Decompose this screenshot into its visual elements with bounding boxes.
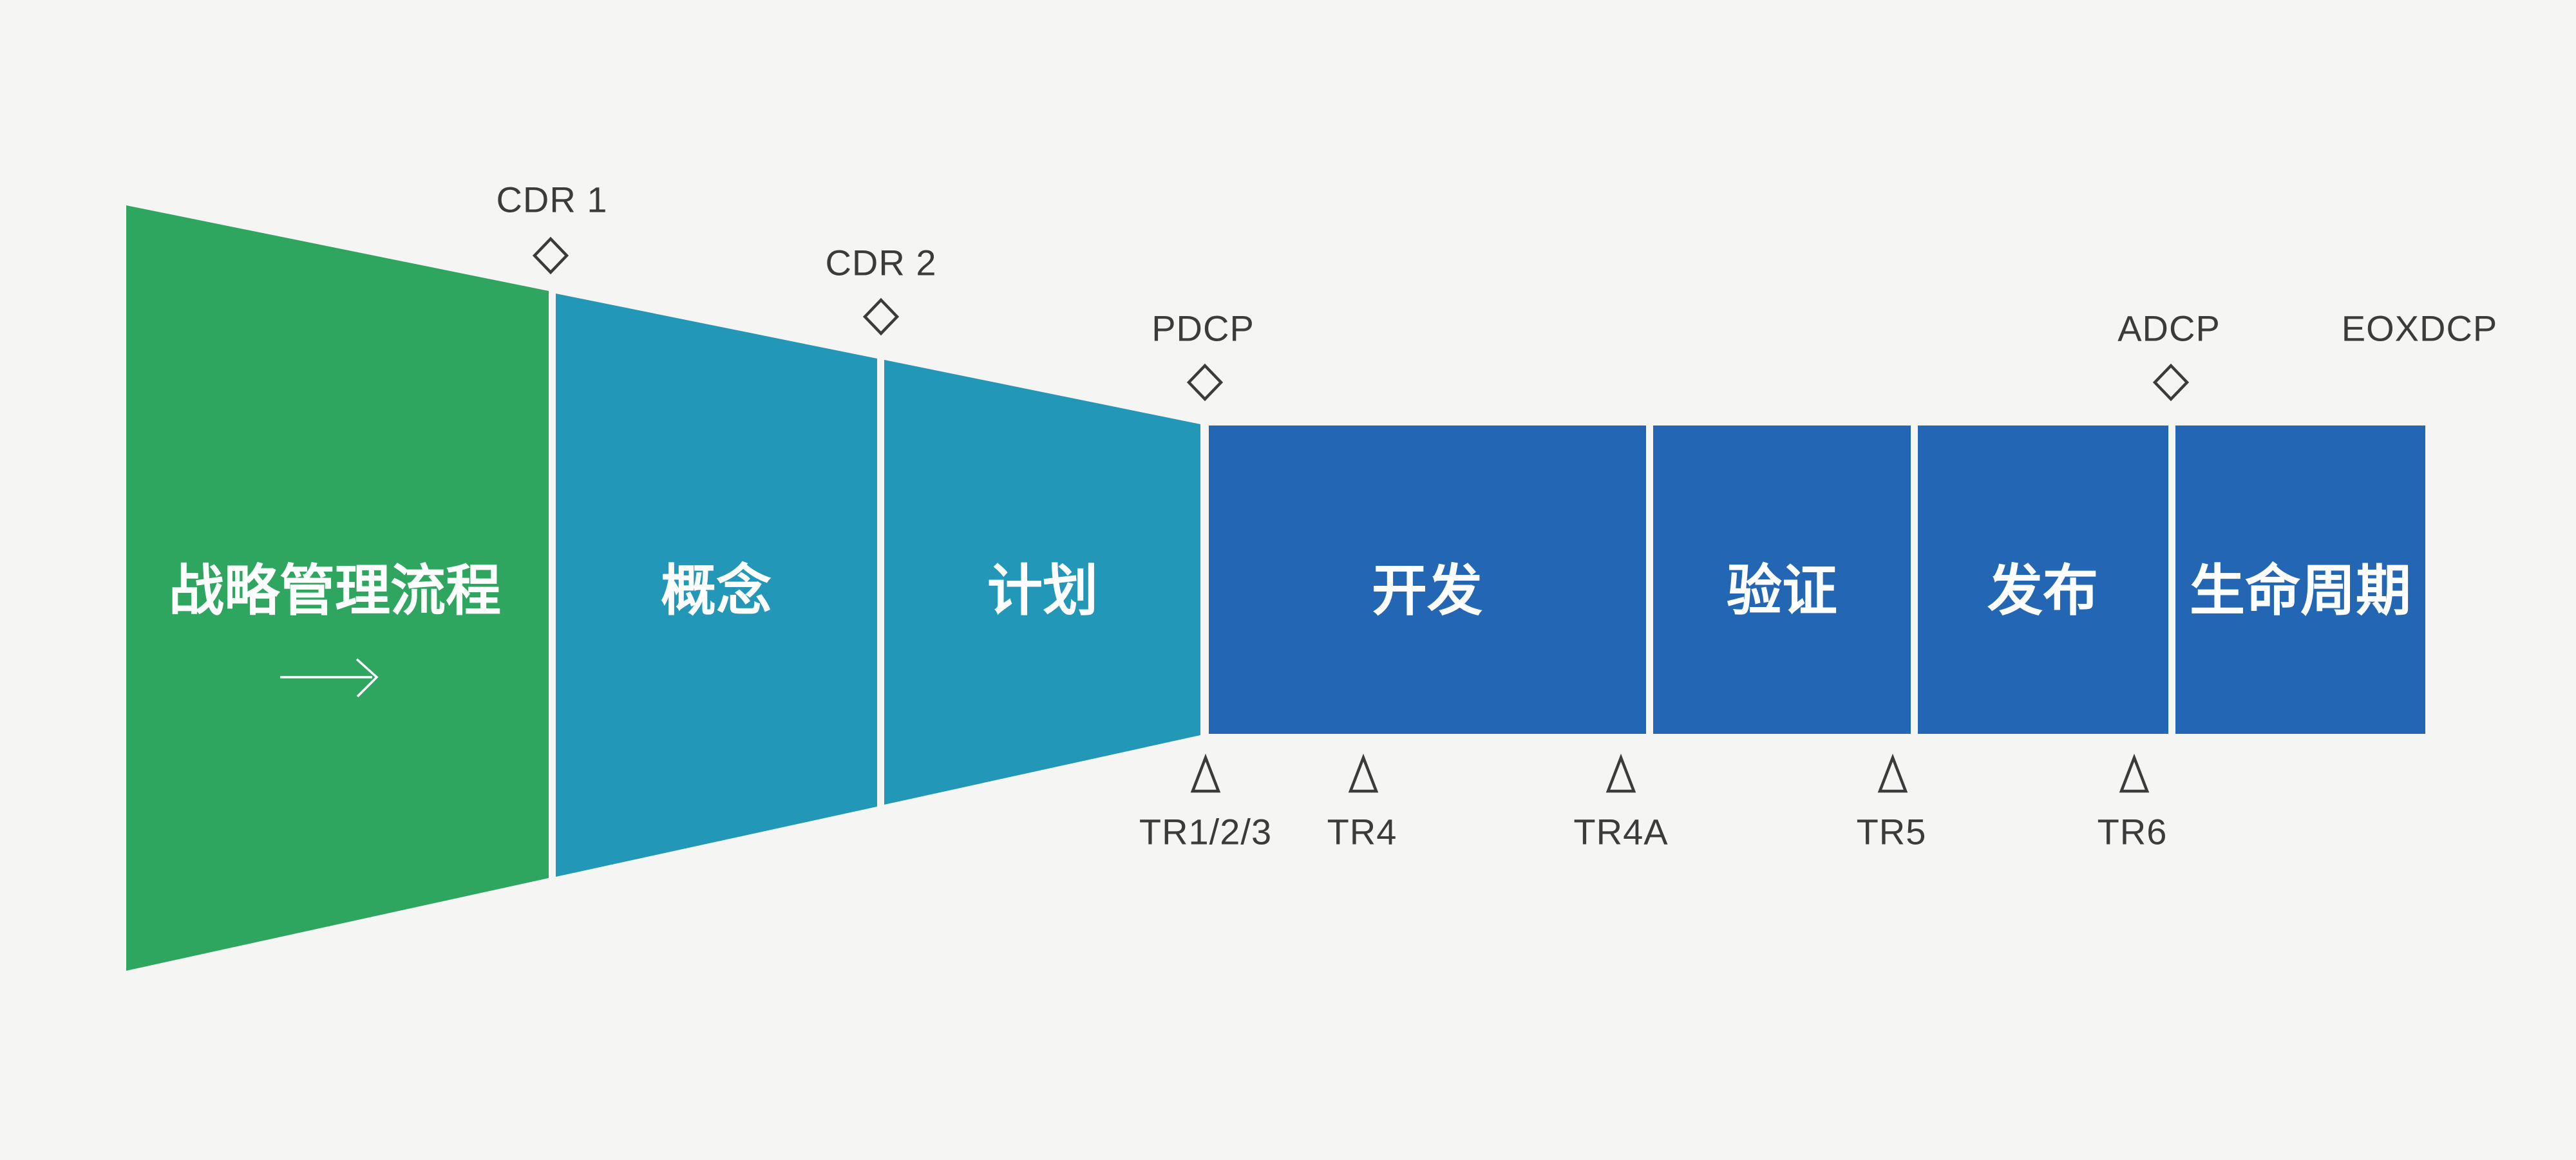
stage-label-plan: 计划 <box>987 560 1098 622</box>
tech-review-label-tr4: TR4 <box>1327 812 1397 852</box>
stage-label-verify: 验证 <box>1727 560 1837 622</box>
stage-shape-release <box>1918 426 2168 734</box>
triangle-icon-tr123 <box>1190 753 1221 793</box>
triangle-icon-tr5 <box>1877 753 1908 793</box>
stage-shape-concept <box>556 294 877 877</box>
diamond-icon-cdr2 <box>862 297 900 336</box>
checkpoint-label-cdr2: CDR 2 <box>825 243 936 283</box>
tech-review-label-tr6: TR6 <box>2098 812 2168 852</box>
triangle-icon-tr4a <box>1605 753 1636 793</box>
tech-review-label-tr5: TR5 <box>1857 812 1927 852</box>
stage-shape-plan <box>884 360 1200 805</box>
triangle-icon-tr4 <box>1348 753 1379 793</box>
diamond-icon-cdr1 <box>532 236 569 275</box>
stage-shape-develop <box>1209 426 1646 734</box>
diamond-icon-pdcp <box>1186 363 1224 402</box>
checkpoint-label-pdcp: PDCP <box>1151 308 1255 349</box>
stage-label-release: 发布 <box>1987 560 2098 622</box>
stage-shape-lifecycle <box>2175 426 2425 734</box>
diamond-icon-adcp <box>2152 363 2190 402</box>
checkpoint-label-eoxdcp: EOXDCP <box>2342 308 2498 349</box>
tech-review-label-tr123: TR1/2/3 <box>1139 812 1272 852</box>
stage-label-concept: 概念 <box>661 560 772 622</box>
triangle-icon-tr6 <box>2119 753 2150 793</box>
stage-label-develop: 开发 <box>1372 560 1482 622</box>
stage-label-strategy: 战略管理流程 <box>169 560 501 622</box>
checkpoint-label-adcp: ADCP <box>2117 308 2221 349</box>
tech-review-label-tr4a: TR4A <box>1573 812 1668 852</box>
checkpoint-label-cdr1: CDR 1 <box>496 180 607 220</box>
flow-arrow-right-icon <box>280 658 379 698</box>
stage-shape-verify <box>1653 426 1911 734</box>
stage-label-lifecycle: 生命周期 <box>2190 560 2411 622</box>
stage-shape-strategy <box>126 205 549 971</box>
